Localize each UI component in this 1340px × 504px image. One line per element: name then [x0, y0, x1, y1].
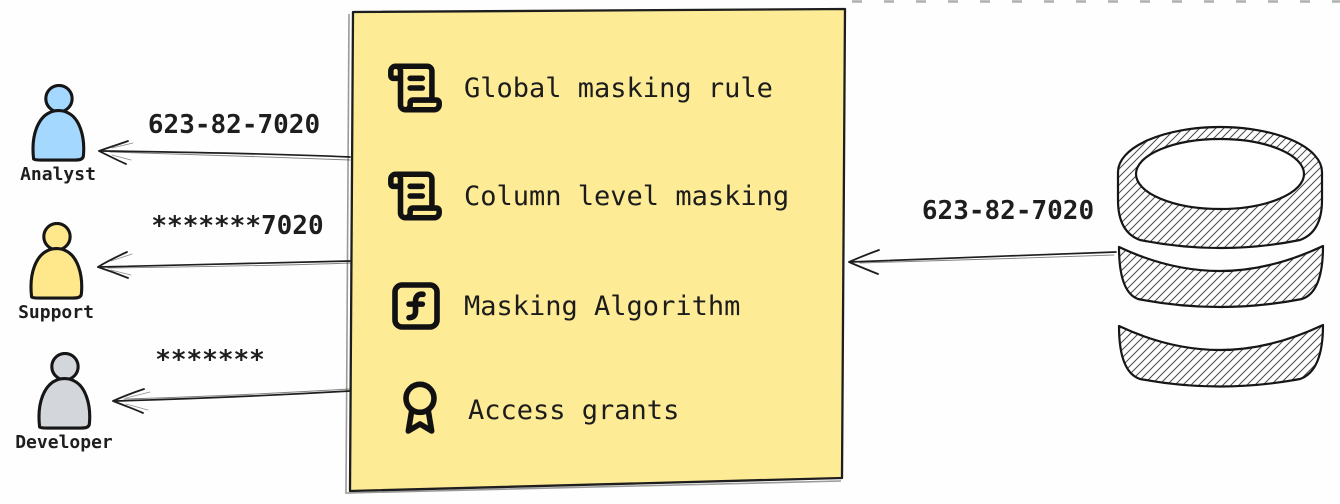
box-item-label: Masking Algorithm — [464, 290, 741, 322]
persona-label-analyst: Analyst — [20, 164, 96, 185]
masking-box-shape — [345, 7, 847, 494]
analyst-person-icon — [22, 84, 94, 162]
arrow-label-developer: ******* — [155, 345, 265, 375]
persona-support: Support — [4, 222, 108, 323]
award-icon — [392, 379, 448, 441]
developer-person-icon — [28, 352, 100, 430]
arrow-from-database — [848, 249, 1117, 275]
box-item-label: Global masking rule — [464, 72, 773, 104]
box-item-global-masking-rule: Global masking rule — [386, 56, 773, 120]
scroll-text-icon — [386, 167, 444, 225]
box-item-column-level-masking: Column level masking — [386, 164, 789, 228]
arrow-label-support: *******7020 — [151, 211, 324, 241]
scroll-text-icon — [386, 59, 444, 117]
persona-label-developer: Developer — [15, 432, 113, 453]
box-item-label: Column level masking — [464, 180, 790, 212]
function-square-icon — [388, 278, 444, 334]
arrow-to-support — [97, 251, 351, 279]
arrow-label-database: 623-82-7020 — [921, 196, 1095, 226]
persona-label-support: Support — [18, 302, 94, 323]
support-person-icon — [20, 222, 92, 300]
persona-analyst: Analyst — [6, 84, 110, 185]
database-icon — [1116, 125, 1325, 388]
persona-developer: Developer — [8, 352, 120, 453]
box-item-access-grants: Access grants — [392, 378, 679, 442]
box-item-label: Access grants — [468, 394, 680, 426]
box-item-masking-algorithm: Masking Algorithm — [388, 274, 740, 338]
arrow-to-analyst — [98, 140, 351, 165]
arrow-label-analyst: 623-82-7020 — [147, 110, 321, 140]
arrow-to-developer — [112, 388, 351, 414]
